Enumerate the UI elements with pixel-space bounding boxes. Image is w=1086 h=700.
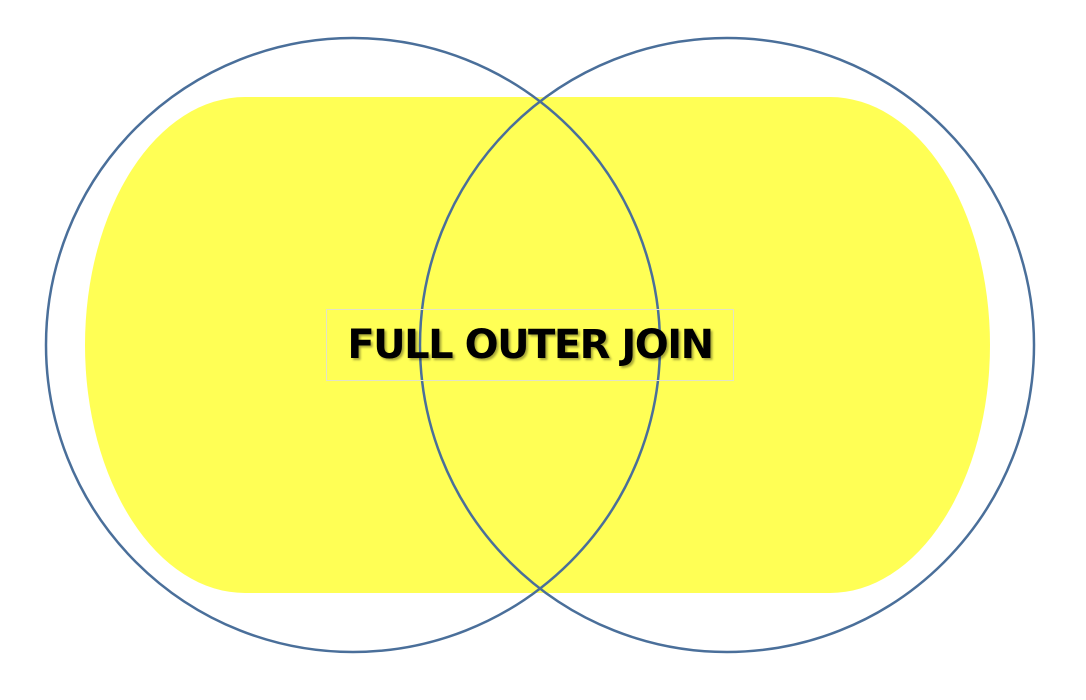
title-box: FULL OUTER JOIN [326, 309, 734, 381]
join-fill-region [85, 97, 990, 593]
left-circle [44, 36, 662, 654]
right-circle [418, 36, 1036, 654]
diagram-title: FULL OUTER JOIN [347, 322, 714, 368]
